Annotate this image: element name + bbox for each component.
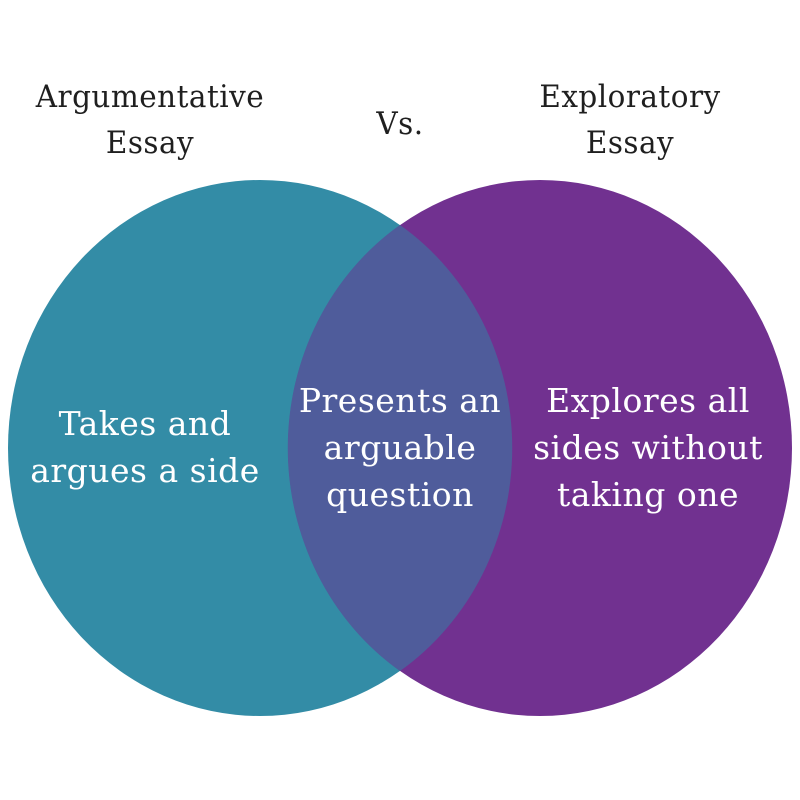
overlap-lens — [287, 225, 513, 671]
right-heading: Exploratory Essay — [539, 79, 721, 161]
right-circle-label: Explores all sides without taking one — [533, 381, 763, 514]
left-heading: Argumentative Essay — [35, 79, 265, 161]
left-circle-label: Takes and argues a side — [30, 404, 260, 490]
vs-heading: Vs. — [376, 106, 424, 142]
overlap-label: Presents an arguable question — [298, 381, 502, 514]
